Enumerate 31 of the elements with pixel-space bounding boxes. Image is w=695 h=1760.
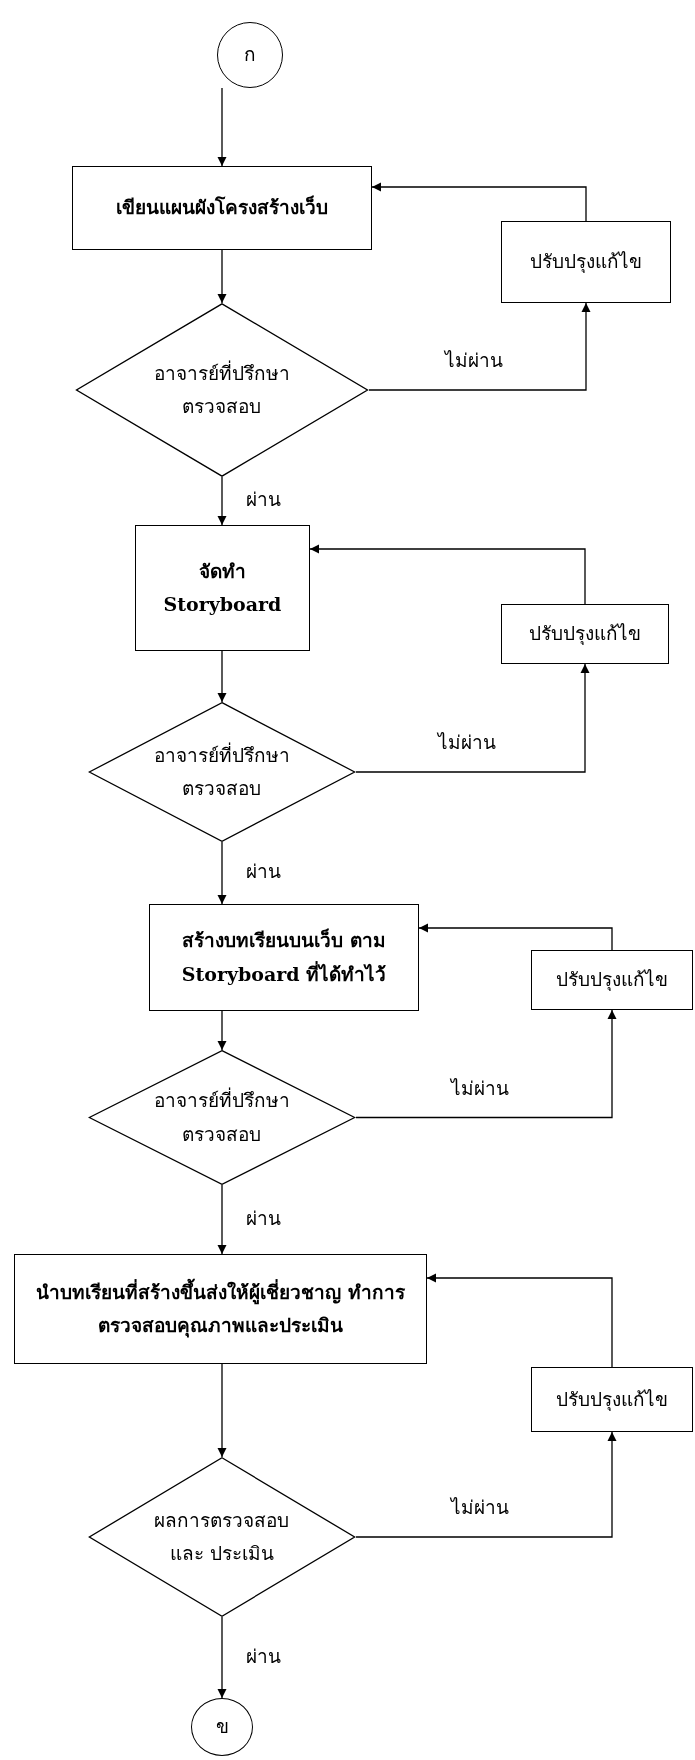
arrow [217, 650, 227, 703]
arrow [217, 1616, 227, 1699]
arrow [217, 1184, 227, 1255]
process-box: สร้างบทเรียนบนเว็บ ตาม Storyboard ที่ได้ทำไว้ [149, 904, 419, 1011]
arrow [355, 1431, 617, 1538]
process-box: เขียนแผนผังโครงสร้างเว็บ [72, 166, 372, 250]
arrow [217, 1363, 227, 1458]
process-box: จัดทำ Storyboard [135, 525, 310, 651]
process-box: นำบทเรียนที่สร้างขึ้นส่งให้ผู้เชี่ยวชาญ ทำการตรวจสอบคุณภาพและประเมิน [14, 1254, 427, 1364]
arrow [217, 1010, 227, 1051]
decision-diamond: ผลการตรวจสอบและ ประเมิน [88, 1457, 356, 1617]
process-box: ปรับปรุงแก้ไข [501, 604, 669, 664]
decision-diamond: อาจารย์ที่ปรึกษา ตรวจสอบ [88, 1050, 356, 1185]
arrow [418, 923, 613, 951]
process-box: ปรับปรุงแก้ไข [531, 1367, 693, 1432]
arrow [355, 663, 590, 773]
arrow [217, 841, 227, 905]
connector-circle: ข [191, 1698, 253, 1756]
arrow [217, 249, 227, 304]
arrow [217, 476, 227, 526]
process-box: ปรับปรุงแก้ไข [501, 221, 671, 303]
connector-circle: ก [217, 22, 283, 88]
arrow [309, 544, 586, 605]
arrow [368, 302, 591, 391]
process-box: ปรับปรุงแก้ไข [531, 950, 693, 1010]
decision-diamond: อาจารย์ที่ปรึกษา ตรวจสอบ [75, 303, 369, 477]
arrow [426, 1273, 613, 1368]
arrow [371, 182, 587, 222]
arrow [217, 87, 227, 167]
decision-diamond: อาจารย์ที่ปรึกษา ตรวจสอบ [88, 702, 356, 842]
arrow [355, 1009, 617, 1119]
